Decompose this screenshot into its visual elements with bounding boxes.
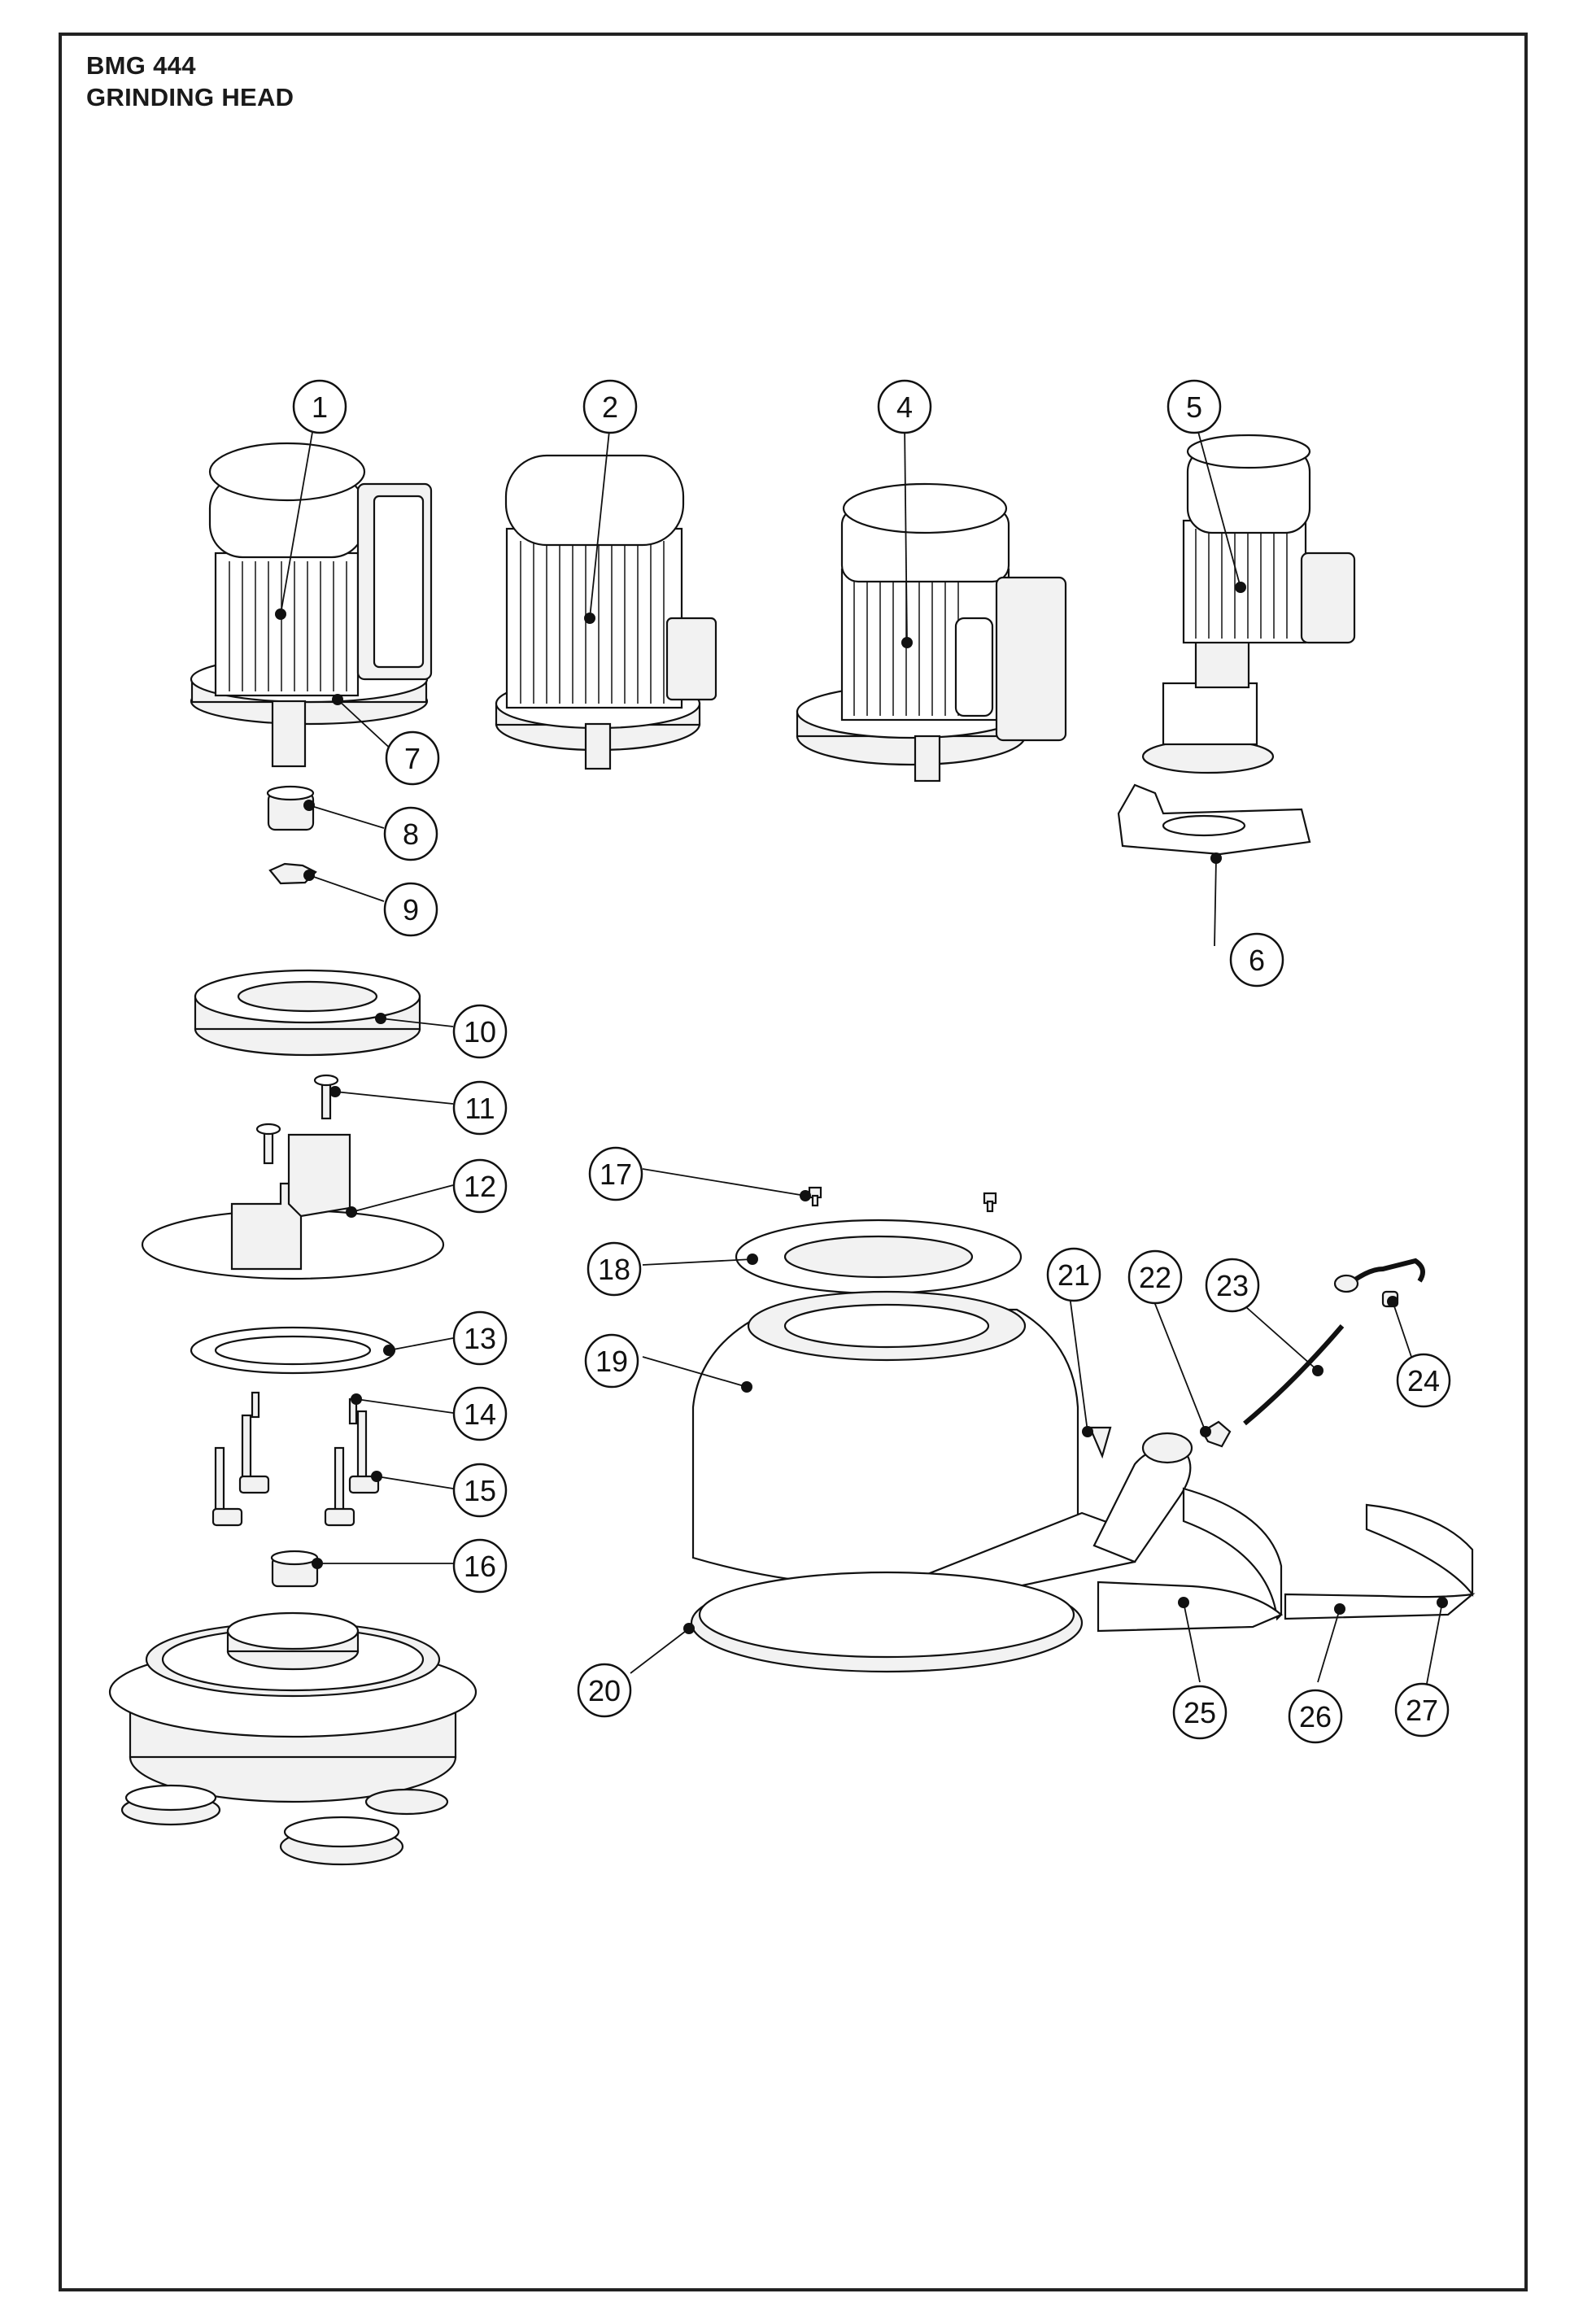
callout-19: 19 xyxy=(584,1333,639,1389)
callout-21-label: 21 xyxy=(1058,1258,1090,1292)
callout-5-label: 5 xyxy=(1186,390,1202,424)
grinding-head-body-illustration xyxy=(108,1611,478,1866)
callout-15: 15 xyxy=(452,1463,508,1518)
drawing-title-subtitle: GRINDING HEAD xyxy=(86,83,294,111)
callout-18-label: 18 xyxy=(598,1253,630,1286)
callout-7: 7 xyxy=(385,730,440,786)
plate-13-illustration xyxy=(190,1326,396,1375)
callout-21: 21 xyxy=(1046,1247,1101,1302)
callout-12: 12 xyxy=(452,1158,508,1214)
holders-15-illustration xyxy=(212,1391,380,1527)
callout-17-label: 17 xyxy=(600,1158,632,1191)
motor-4-illustration xyxy=(796,482,1067,783)
leader-dots xyxy=(275,582,1448,1634)
callout-20-label: 20 xyxy=(588,1674,621,1707)
callout-22: 22 xyxy=(1127,1249,1183,1305)
callout-18: 18 xyxy=(587,1241,642,1297)
callout-5: 5 xyxy=(1167,379,1222,434)
callout-14-label: 14 xyxy=(464,1397,496,1431)
screws-17-illustration xyxy=(808,1186,997,1213)
callout-12-label: 12 xyxy=(464,1170,496,1203)
callout-25-label: 25 xyxy=(1184,1696,1216,1729)
plate-18-illustration xyxy=(735,1219,1023,1295)
callout-10-label: 10 xyxy=(464,1015,496,1049)
callout-14: 14 xyxy=(452,1386,508,1441)
drawing-title-model: BMG 444 xyxy=(86,51,196,80)
callout-9: 9 xyxy=(383,882,438,937)
callout-4-label: 4 xyxy=(896,390,913,424)
callout-2-label: 2 xyxy=(602,390,618,424)
callout-24: 24 xyxy=(1396,1353,1451,1408)
coupling-illustration xyxy=(266,785,317,885)
plate-12-illustration xyxy=(141,1074,445,1280)
callout-22-label: 22 xyxy=(1139,1261,1171,1294)
callout-7-label: 7 xyxy=(404,742,421,775)
callout-8: 8 xyxy=(383,806,438,861)
callout-4: 4 xyxy=(877,379,932,434)
drawing-frame xyxy=(59,33,1528,2291)
callout-27-label: 27 xyxy=(1406,1694,1438,1727)
motor-1-illustration xyxy=(190,442,433,768)
ring-20-illustration xyxy=(690,1571,1084,1673)
callout-17: 17 xyxy=(588,1146,643,1201)
callout-19-label: 19 xyxy=(595,1345,628,1378)
callouts: 1 2 4 5 6 7 8 9 10 11 12 13 14 15 16 17 … xyxy=(292,379,1451,1744)
callout-16: 16 xyxy=(452,1538,508,1594)
callout-16-label: 16 xyxy=(464,1550,496,1583)
callout-11: 11 xyxy=(452,1080,508,1136)
callout-8-label: 8 xyxy=(403,818,419,851)
callout-1: 1 xyxy=(292,379,347,434)
callout-24-label: 24 xyxy=(1407,1364,1440,1397)
callout-20: 20 xyxy=(577,1663,632,1718)
motor-2-illustration xyxy=(495,454,717,770)
ring-10-illustration xyxy=(194,969,421,1057)
nut-16-illustration xyxy=(270,1550,319,1588)
callout-25: 25 xyxy=(1172,1685,1228,1740)
motor-5-illustration xyxy=(1117,434,1356,856)
fittings-illustration xyxy=(1201,1258,1425,1448)
callout-9-label: 9 xyxy=(403,893,419,927)
callout-23: 23 xyxy=(1205,1258,1260,1313)
callout-26: 26 xyxy=(1288,1689,1343,1744)
callout-27: 27 xyxy=(1394,1682,1450,1738)
callout-26-label: 26 xyxy=(1299,1700,1332,1733)
callout-13-label: 13 xyxy=(464,1322,496,1355)
callout-11-label: 11 xyxy=(464,1092,495,1125)
callout-23-label: 23 xyxy=(1216,1269,1249,1302)
callout-13: 13 xyxy=(452,1310,508,1366)
callout-15-label: 15 xyxy=(464,1474,496,1507)
callout-6-label: 6 xyxy=(1249,944,1265,977)
leader-lines xyxy=(280,422,1443,1689)
housing-19-illustration xyxy=(691,1290,1193,1600)
callout-10: 10 xyxy=(452,1004,508,1059)
callout-2: 2 xyxy=(582,379,638,434)
skirts-illustration xyxy=(1097,1487,1476,1633)
callout-1-label: 1 xyxy=(312,390,328,424)
callout-6: 6 xyxy=(1229,932,1284,988)
